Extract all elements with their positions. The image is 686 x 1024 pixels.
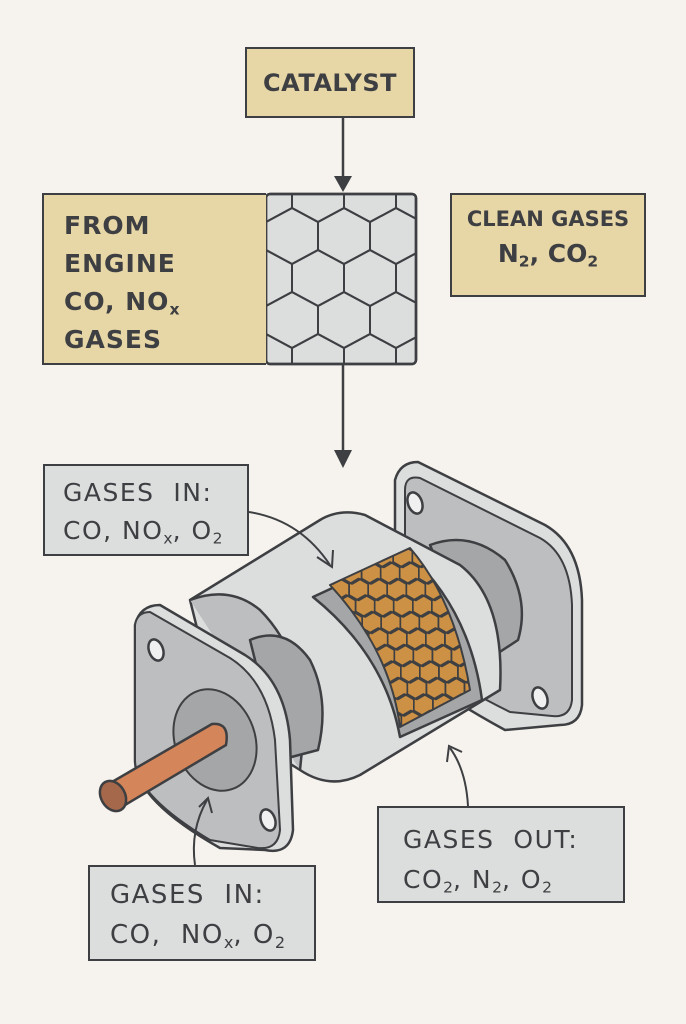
hex-cell [389, 777, 408, 799]
gas-formula: CO [403, 865, 444, 894]
exhaust-pipe [98, 722, 228, 813]
subscript: x [163, 529, 173, 548]
gas-formula: CO, NO [63, 516, 164, 545]
hex-cell [478, 760, 497, 782]
gases-in-formula: CO, NOx, O2 [63, 512, 247, 550]
hex-cell [440, 760, 459, 782]
gases-in-bottom-label-box: GASES IN: CO, NOx, O2 [88, 865, 316, 961]
hex-cell [414, 744, 433, 766]
hex-cell [466, 777, 485, 799]
gases-out-title: GASES OUT: [403, 825, 579, 854]
hex-cell [370, 124, 422, 180]
gas-formula: N [497, 239, 519, 268]
hex-cell [214, 124, 266, 180]
curved-arrow-icon [192, 799, 208, 866]
gases-out-label-box: GASES OUT: CO2, N2, O2 [377, 806, 625, 903]
hex-cell [427, 777, 446, 799]
from-engine-line4: GASES [64, 325, 162, 354]
hex-cell [383, 760, 402, 782]
hex-cell [491, 744, 510, 766]
subscript: 2 [542, 878, 552, 897]
gas-formula: , O [502, 865, 543, 894]
from-engine-line2: ENGINE [64, 249, 176, 278]
honeycomb-grid-icon [214, 124, 474, 366]
subscript: x [223, 932, 234, 952]
down-arrow-icon [334, 176, 352, 192]
gases-in-top-label-box: GASES IN: CO, NOx, O2 [43, 464, 249, 556]
down-arrow-icon [334, 450, 352, 468]
subscript: 2 [518, 252, 530, 271]
arrowhead [198, 796, 213, 814]
hex-cell [402, 760, 421, 782]
gases-in-formula: CO, NOx, O2 [110, 915, 314, 955]
hex-cell [294, 777, 313, 799]
gases-in-title: GASES IN: [110, 880, 265, 910]
hex-cell [464, 726, 470, 727]
subscript: 2 [212, 529, 223, 548]
gas-formula: , N [453, 865, 493, 894]
gas-formula: , CO [529, 239, 588, 268]
hex-cell [395, 248, 416, 308]
bolt-hole [147, 638, 165, 662]
hex-cell [370, 777, 389, 799]
arrowhead [316, 549, 334, 569]
curved-arrow-icon [449, 747, 469, 807]
hex-cell [484, 727, 503, 749]
hex-cell [266, 124, 318, 180]
catalyst-label-box: CATALYST [245, 47, 415, 118]
clean-gases-label-box: CLEAN GASES N2, CO2 [450, 193, 646, 297]
subscript: 2 [492, 878, 502, 897]
gas-formula: CO, NO [64, 287, 170, 316]
arrowhead [446, 744, 463, 763]
hex-cell [472, 744, 491, 766]
clean-gases-formula: N2, CO2 [452, 239, 644, 271]
bolt-hole [531, 686, 549, 710]
bolt-hole [259, 808, 277, 832]
gas-formula: CO, NO [110, 920, 224, 950]
hex-cell [395, 332, 416, 364]
bolt-hole [406, 491, 424, 515]
gases-out-formula: CO2, N2, O2 [403, 860, 623, 900]
gas-formula: , O [233, 920, 275, 950]
from-engine-label-box: FROM ENGINE CO, NOx GASES [42, 193, 266, 365]
subscript: 2 [587, 252, 599, 271]
hex-cell [457, 660, 470, 684]
hex-cell [447, 777, 466, 799]
hex-cell [421, 760, 440, 782]
hex-cell [422, 292, 474, 348]
subscript: 2 [274, 932, 286, 952]
from-engine-line1: FROM [64, 211, 151, 240]
hex-cell [485, 777, 504, 799]
hex-cell [422, 124, 474, 180]
subscript: 2 [443, 878, 454, 897]
curved-arrow-icon [248, 511, 331, 566]
hex-cell [463, 676, 470, 701]
clean-gases-title: CLEAN GASES [466, 207, 630, 231]
gas-formula: , O [172, 516, 213, 545]
hex-cell [408, 777, 427, 799]
from-engine-line3: CO, NOx [64, 283, 266, 321]
subscript: x [169, 300, 180, 319]
catalytic-converter-illustration [98, 460, 584, 853]
hex-cell [450, 643, 470, 668]
catalyst-label: CATALYST [263, 68, 397, 97]
hex-cell [351, 777, 370, 799]
gases-in-title: GASES IN: [63, 478, 213, 507]
